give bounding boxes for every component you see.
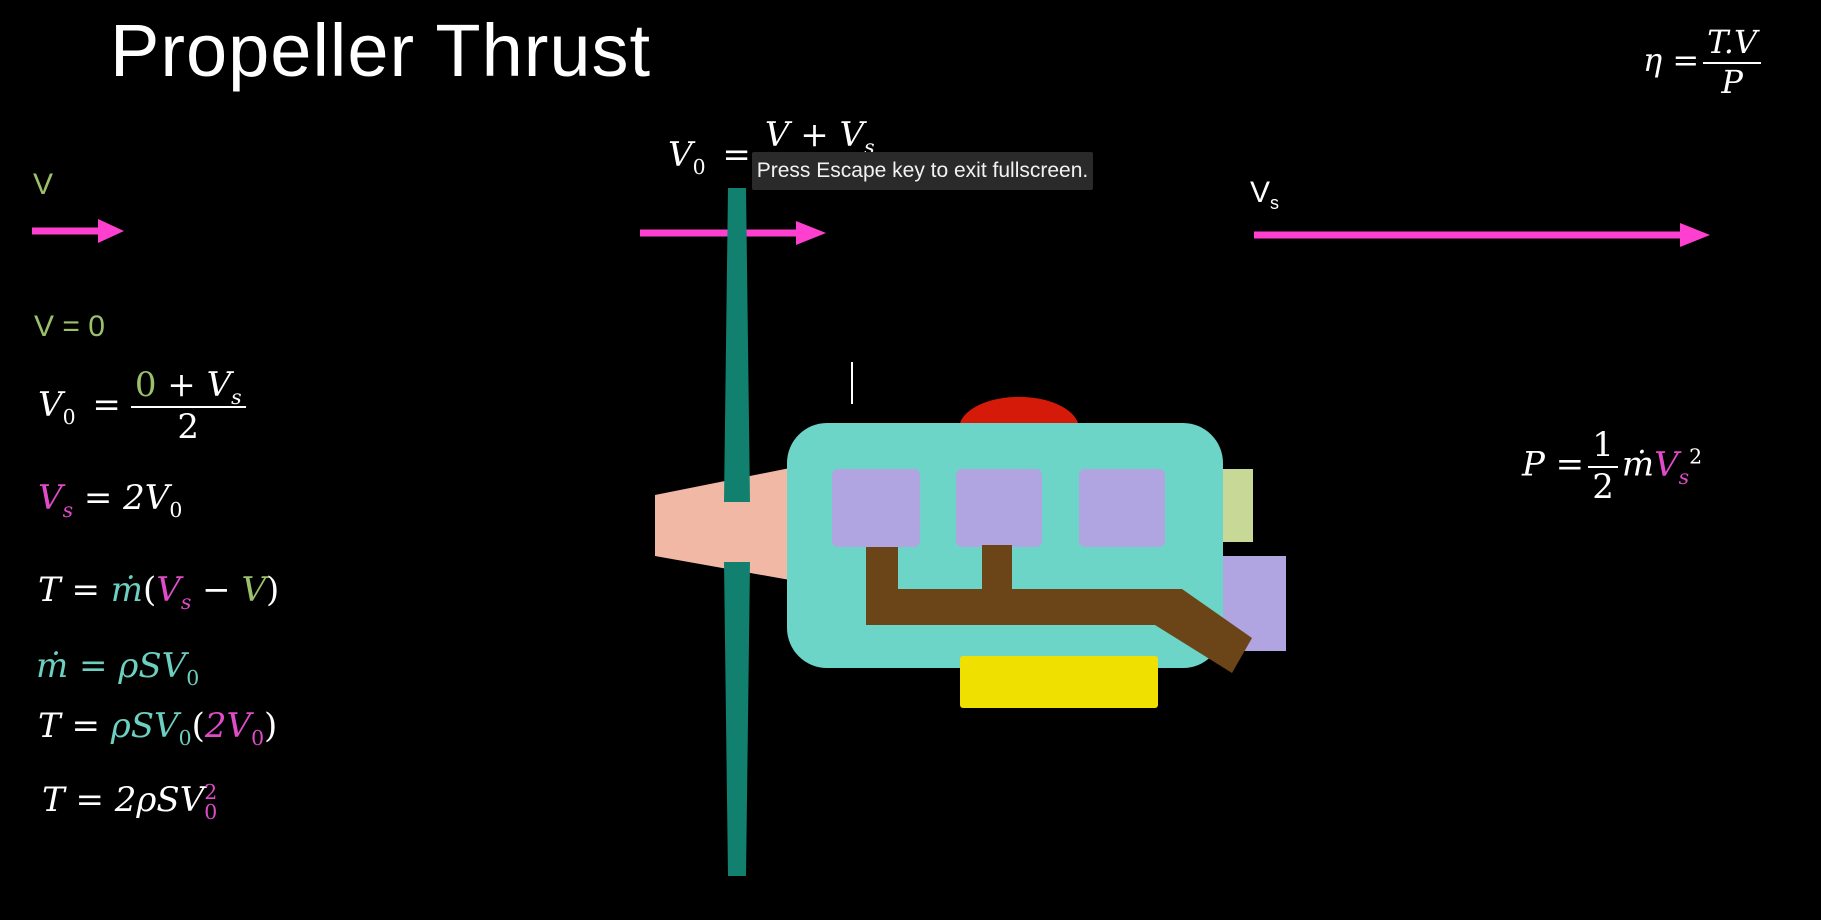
- slipstream-label-sub: s: [1270, 193, 1280, 213]
- eta-numerator: T.V: [1703, 25, 1762, 64]
- v0-top-lhs: V0: [668, 134, 706, 179]
- eta-denominator: P: [1721, 62, 1743, 101]
- vs-equation: Vs = 2V0: [38, 478, 183, 522]
- fullscreen-exit-toast: Press Escape key to exit fullscreen.: [752, 152, 1093, 190]
- vs-equation-rhs: = 2V0: [83, 478, 183, 522]
- v0-left-numerator: 0 + Vs: [130, 367, 246, 408]
- v-zero-label: V = 0: [34, 310, 105, 343]
- mass-flow-equation: ṁ = ρSV0: [36, 646, 200, 690]
- slide-title: Propeller Thrust: [110, 9, 652, 92]
- cylinder-3: [1079, 469, 1165, 547]
- slipstream-label: Vs: [1250, 176, 1280, 213]
- side-block-top: [1223, 469, 1253, 542]
- free-stream-label: V: [33, 168, 54, 201]
- v0-left-equals: =: [92, 384, 121, 425]
- spinner-cone: [655, 468, 790, 580]
- cylinder-1: [832, 469, 920, 547]
- cylinder-2: [956, 469, 1042, 547]
- vs-equation-lhs: Vs: [38, 478, 74, 522]
- arrow-slipstream: [1254, 223, 1710, 247]
- propeller-blade: [724, 188, 750, 876]
- oil-sump: [960, 656, 1158, 708]
- eta-lhs: η =: [1643, 41, 1700, 80]
- arrow-propeller-plane: [640, 221, 826, 245]
- v0-left-denominator: 2: [177, 406, 200, 447]
- thrust-equation-1: T = ṁ(Vs − V): [38, 570, 280, 614]
- exhaust-manifold: [866, 545, 1252, 673]
- engine-dome: [960, 396, 1078, 423]
- v0-top-equals: =: [722, 134, 751, 175]
- v0-left-lhs: V0: [38, 384, 76, 429]
- slipstream-label-main: V: [1250, 176, 1271, 209]
- arrow-free-stream: [32, 219, 124, 243]
- thrust-equation-2: T = ρSV0(2V0): [38, 706, 278, 750]
